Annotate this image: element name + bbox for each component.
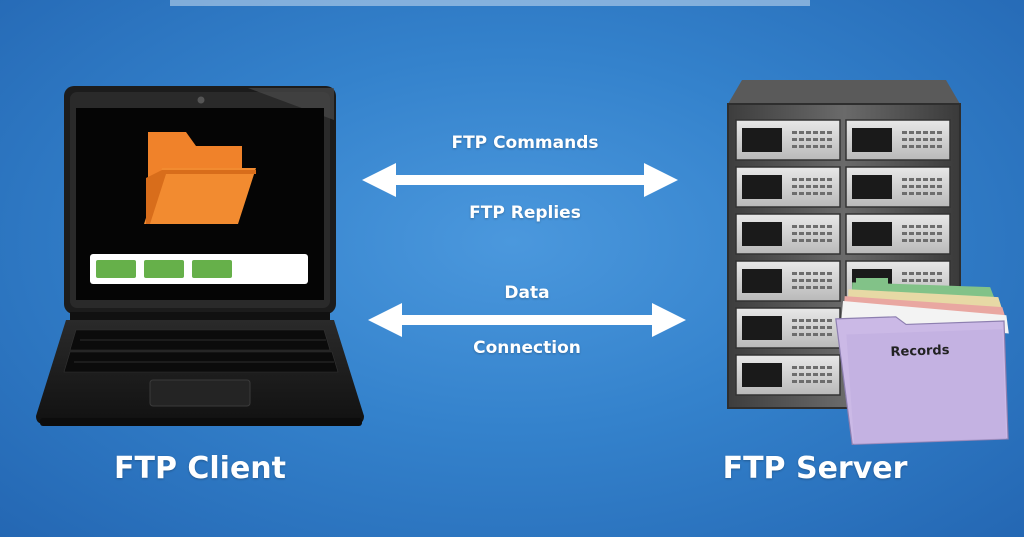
drive-bay: [735, 213, 841, 255]
ftp-client-label: FTP Client: [113, 451, 287, 486]
progress-bar: [90, 254, 308, 284]
laptop-icon: [36, 86, 364, 426]
drive-bay: [845, 119, 951, 161]
touchpad: [149, 379, 251, 407]
data-label: Data: [504, 283, 550, 303]
folder-icon: [144, 132, 256, 224]
drive-bay: [845, 166, 951, 208]
arrow-data-connection: [368, 303, 686, 337]
progress-segment: [96, 260, 136, 278]
ftp-replies-label: FTP Replies: [469, 203, 581, 223]
records-folder-icon: [835, 278, 1009, 446]
drive-bay: [735, 307, 841, 349]
title-remnant: [170, 0, 810, 6]
drive-bay: [735, 166, 841, 208]
connection-label: Connection: [473, 338, 581, 358]
ftp-server-label: FTP Server: [722, 451, 908, 486]
progress-segment: [192, 260, 232, 278]
drive-bay: [735, 260, 841, 302]
arrow-commands-replies: [362, 163, 678, 197]
ftp-commands-label: FTP Commands: [451, 133, 599, 153]
drive-bay: [845, 213, 951, 255]
records-label: Records: [890, 342, 950, 361]
drive-bay: [735, 354, 841, 396]
drive-bay: [735, 119, 841, 161]
progress-segment: [144, 260, 184, 278]
